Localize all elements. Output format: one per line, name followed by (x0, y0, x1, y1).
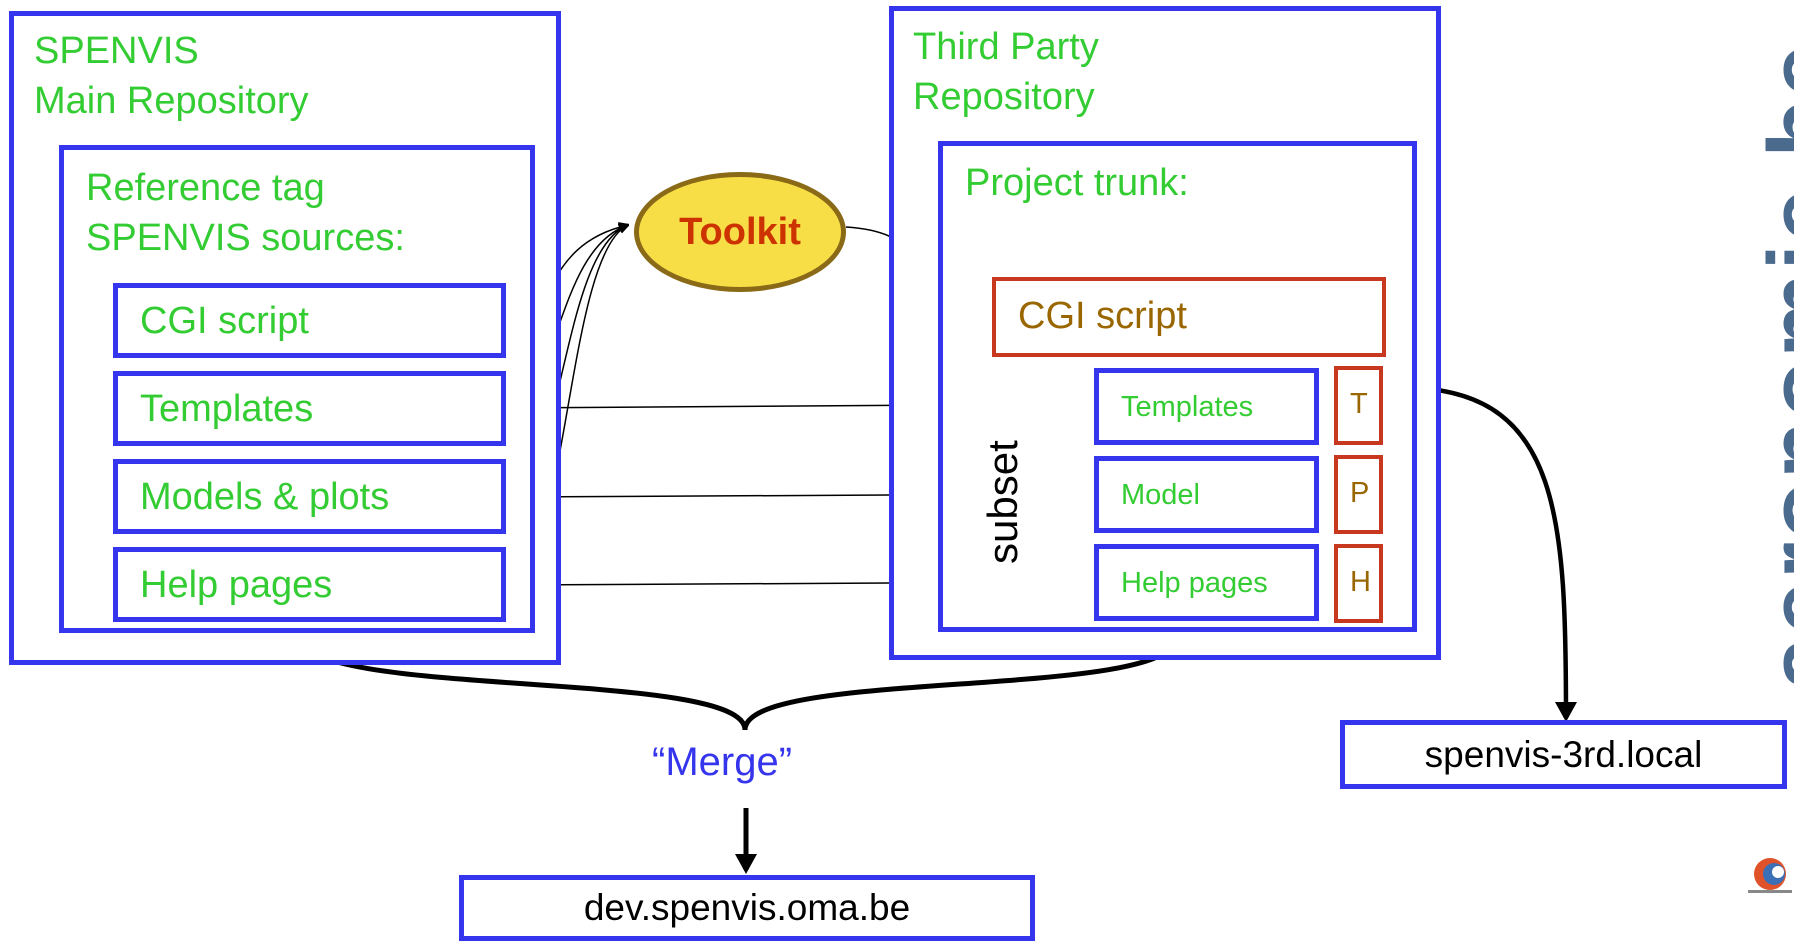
local-host-box: spenvis-3rd.local (1340, 720, 1787, 789)
dev-host-box: dev.spenvis.oma.be (459, 875, 1035, 941)
subset-label: subset (979, 434, 1026, 570)
right-item-templates: Templates (1094, 368, 1319, 445)
left-item-models: Models & plots (113, 459, 506, 534)
left-item-cgi: CGI script (113, 283, 506, 358)
right-item-help: Help pages (1094, 544, 1319, 621)
left-item-templates: Templates (113, 371, 506, 446)
merge-label: “Merge” (652, 740, 793, 784)
left-item-help: Help pages (113, 547, 506, 622)
logo-icon (1744, 850, 1792, 898)
merge-brace (295, 634, 1178, 731)
tag-h: H (1334, 544, 1383, 623)
tag-t: T (1334, 366, 1383, 445)
link-to-local (1415, 385, 1577, 722)
project-trunk-title: Project trunk: (965, 162, 1189, 204)
right-item-model: Model (1094, 456, 1319, 533)
brand-watermark: aeronomie.be (1749, 41, 1794, 690)
right-cgi-script: CGI script (992, 277, 1386, 357)
toolkit-node: Toolkit (634, 172, 846, 292)
tag-p: P (1334, 455, 1383, 534)
